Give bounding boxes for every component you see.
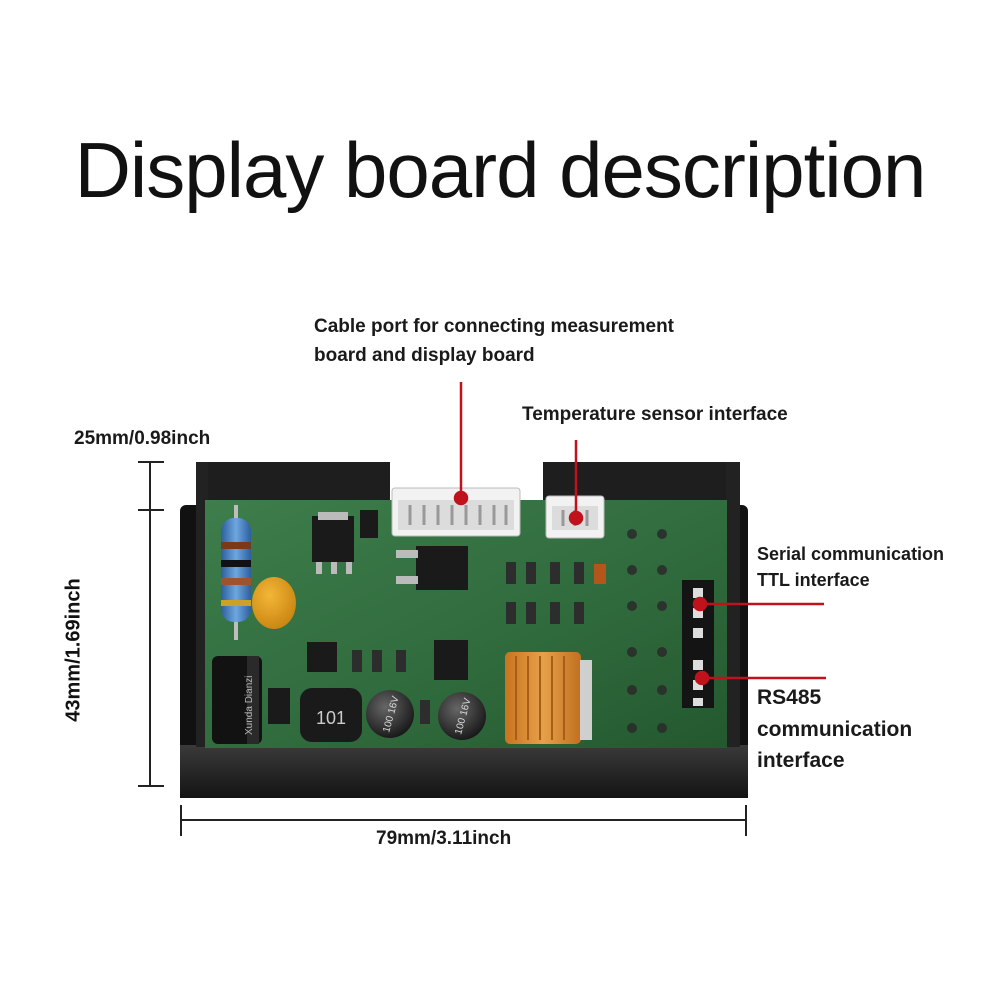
cable-port-label: Cable port for connecting measurement bo… — [314, 316, 675, 367]
cable-port-connector — [391, 487, 521, 537]
power-resistor — [221, 505, 251, 640]
inductor-marking: 101 — [316, 708, 346, 728]
smd-capacitors: 100 16V 100 16V — [366, 690, 486, 740]
inductor: 101 — [300, 688, 362, 742]
pcb-pads — [627, 529, 667, 733]
smd-components — [352, 562, 606, 724]
serial-ttl-label: Serial communication TTL interface — [757, 544, 945, 591]
page-title: Display board description — [74, 126, 927, 214]
serial-ttl-pointer-dot — [692, 596, 708, 612]
dimension-lines — [138, 461, 747, 836]
callout-pointers — [453, 382, 826, 686]
rs485-label: RS485 communication interface — [757, 686, 913, 772]
mosfet-chip — [312, 512, 354, 574]
width-dimension-label: 79mm/3.11inch — [376, 828, 512, 849]
small-ics — [268, 510, 468, 724]
varistor — [252, 577, 296, 629]
bulk-capacitor: Xunda Dianzi — [212, 656, 262, 744]
cable-port-pointer-dot — [453, 490, 469, 506]
rs485-pointer-dot — [694, 670, 710, 686]
regulator-chip — [396, 546, 468, 590]
depth-dimension-label: 25mm/0.98inch — [74, 428, 211, 449]
ribbon-cable — [505, 652, 592, 744]
capacitor-brand-text: Xunda Dianzi — [244, 676, 255, 735]
temperature-sensor-label: Temperature sensor interface — [522, 404, 788, 425]
temperature-pointer-dot — [568, 510, 584, 526]
